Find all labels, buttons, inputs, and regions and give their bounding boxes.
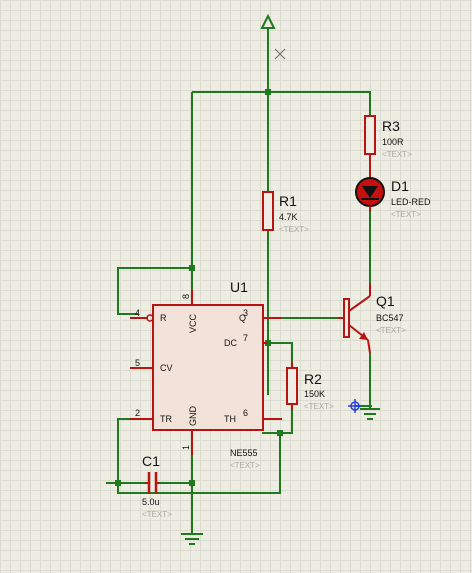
wire-r2-to-threshold[interactable] xyxy=(262,404,293,434)
u1-part: NE555 xyxy=(230,448,258,458)
pin-number-1: 1 xyxy=(181,445,191,450)
wire-threshold-trigger-loop[interactable] xyxy=(117,418,281,494)
r1-ref: R1 xyxy=(279,193,297,209)
power-terminal-icon[interactable] xyxy=(260,13,276,29)
u1-label-dc: DC xyxy=(224,338,237,348)
u1-label-th: TH xyxy=(224,414,236,424)
r3-value: 100R xyxy=(382,137,404,147)
c1-text: <TEXT> xyxy=(142,510,172,519)
pin-number-2: 2 xyxy=(135,408,140,418)
u1-ne555[interactable]: U1 NE555 <TEXT> 4 5 2 3 7 6 8 1 R CV TR … xyxy=(130,279,282,470)
u1-label-cv: CV xyxy=(160,363,173,373)
ground-icon[interactable] xyxy=(360,408,380,420)
junction-dot xyxy=(189,265,195,271)
resistor-r3[interactable]: R3 100R <TEXT> xyxy=(364,115,412,170)
q1-value: BC547 xyxy=(376,313,404,323)
d1-text: <TEXT> xyxy=(391,210,421,219)
d1-ref: D1 xyxy=(391,178,409,194)
pin-number-5: 5 xyxy=(135,358,140,368)
u1-ref: U1 xyxy=(230,279,248,295)
no-connect-cross-icon xyxy=(274,48,286,60)
wires xyxy=(106,28,372,533)
c1-ref: C1 xyxy=(142,453,160,469)
r2-ref: R2 xyxy=(304,371,322,387)
u1-text: <TEXT> xyxy=(230,461,260,470)
pin-number-3: 3 xyxy=(243,308,248,318)
pin-number-7: 7 xyxy=(243,333,248,343)
wire-pin7-to-r2[interactable] xyxy=(268,342,293,368)
junction-dot xyxy=(277,430,283,436)
ground-icon[interactable] xyxy=(181,533,203,545)
d1-value: LED-RED xyxy=(391,197,431,207)
transistor-q1[interactable]: Q1 BC547 <TEXT> xyxy=(338,283,406,354)
r2-text: <TEXT> xyxy=(304,402,334,411)
q1-ref: Q1 xyxy=(376,293,395,309)
u1-body[interactable] xyxy=(152,304,264,431)
junction-dot xyxy=(265,89,271,95)
resistor-r1[interactable]: R1 4.7K <TEXT> xyxy=(262,191,309,234)
wire-reset-to-vcc[interactable] xyxy=(117,267,192,315)
wire-vcc-to-r3[interactable] xyxy=(192,91,371,115)
resistor-r2[interactable]: R2 150K <TEXT> xyxy=(286,362,334,411)
u1-label-q: Q xyxy=(239,313,246,323)
u1-label-vcc: VCC xyxy=(188,313,198,333)
r1-text: <TEXT> xyxy=(279,225,309,234)
r2-value: 150K xyxy=(304,389,325,399)
u1-label-r: R xyxy=(160,313,167,323)
junction-dot xyxy=(115,480,121,486)
capacitor-c1[interactable]: C1 5.0u <TEXT> xyxy=(142,453,172,519)
pin-number-6: 6 xyxy=(243,408,248,418)
r3-ref: R3 xyxy=(382,118,400,134)
pin-number-8: 8 xyxy=(181,294,191,299)
probe-crosshair-icon[interactable] xyxy=(348,399,362,413)
junction-dot xyxy=(189,480,195,486)
u1-label-gnd: GND xyxy=(188,406,198,427)
r1-value: 4.7K xyxy=(279,212,298,222)
u1-label-tr: TR xyxy=(160,414,172,424)
r3-text: <TEXT> xyxy=(382,150,412,159)
c1-value: 5.0u xyxy=(142,497,160,507)
pin-number-4: 4 xyxy=(135,308,140,318)
led-d1[interactable]: D1 LED-RED <TEXT> xyxy=(355,170,431,219)
q1-text: <TEXT> xyxy=(376,326,406,335)
